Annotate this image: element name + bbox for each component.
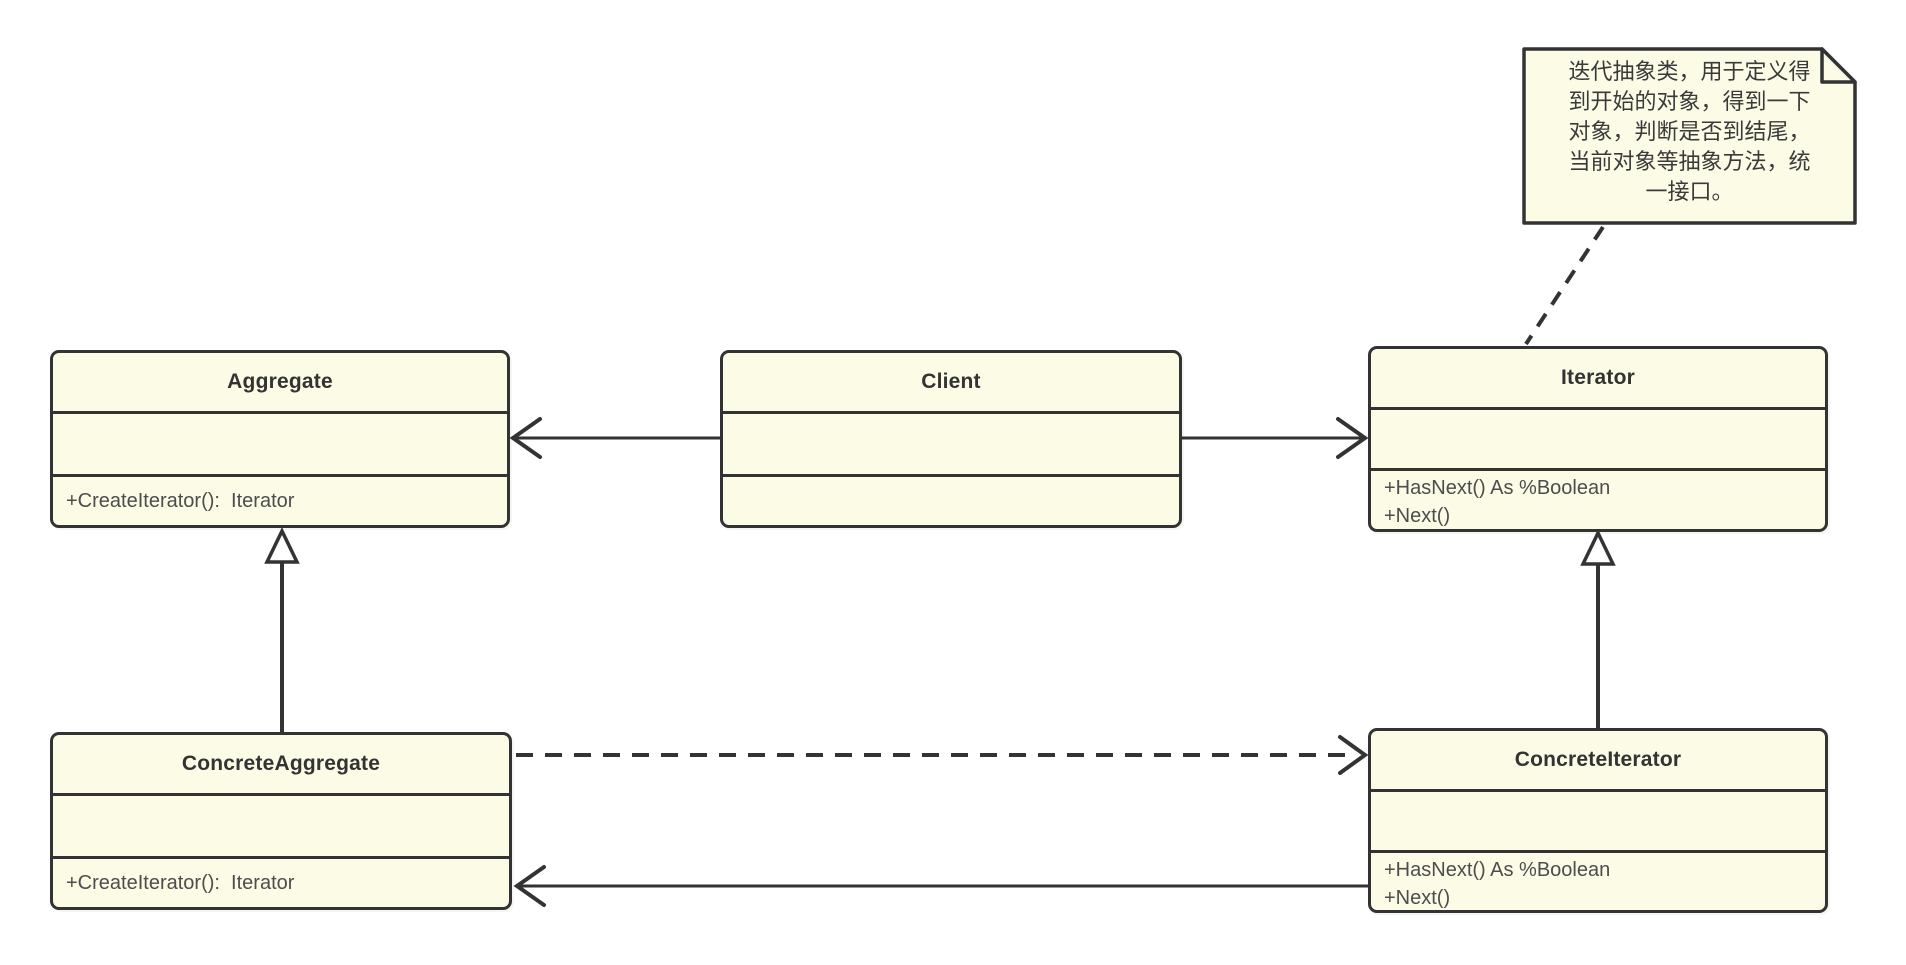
class-iterator-method-hasnext: +HasNext() As %Boolean	[1384, 477, 1611, 499]
class-concrete-iterator-methods: +HasNext() As %Boolean +Next()	[1371, 853, 1825, 912]
edge-concrete-aggregate-to-aggregate[interactable]	[264, 526, 300, 732]
edge-client-to-iterator[interactable]	[1180, 417, 1369, 459]
class-concrete-aggregate[interactable]: ConcreteAggregate +CreateIterator(): Ite…	[50, 732, 512, 910]
note-shape[interactable]: 迭代抽象类，用于定义得 到开始的对象，得到一下 对象，判断是否到结尾， 当前对象…	[1522, 47, 1857, 225]
class-concrete-aggregate-name: ConcreteAggregate	[53, 735, 509, 796]
class-iterator-attributes	[1371, 410, 1825, 471]
class-concrete-iterator-method-hasnext: +HasNext() As %Boolean	[1384, 859, 1611, 881]
note-line: 当前对象等抽象方法，统	[1568, 149, 1811, 174]
edge-concrete-iterator-to-concrete-aggregate[interactable]	[513, 865, 1370, 907]
class-aggregate-name: Aggregate	[53, 353, 507, 414]
class-client-name: Client	[723, 353, 1179, 414]
class-aggregate-method: +CreateIterator(): Iterator	[66, 490, 295, 512]
note-line: 到开始的对象，得到一下	[1568, 89, 1811, 114]
class-iterator-method-next: +Next()	[1384, 505, 1451, 527]
edge-client-to-aggregate[interactable]	[509, 417, 722, 459]
class-concrete-aggregate-attributes	[53, 796, 509, 859]
class-concrete-iterator-attributes	[1371, 792, 1825, 853]
note-line: 一接口。	[1645, 179, 1734, 204]
note-line: 迭代抽象类，用于定义得	[1568, 59, 1811, 84]
note-line: 对象，判断是否到结尾，	[1568, 119, 1811, 144]
class-concrete-iterator-method-next: +Next()	[1384, 887, 1451, 909]
class-iterator-name: Iterator	[1371, 349, 1825, 410]
class-iterator-methods: +HasNext() As %Boolean +Next()	[1371, 471, 1825, 530]
class-concrete-aggregate-method: +CreateIterator(): Iterator	[66, 872, 295, 894]
edge-concrete-iterator-to-iterator[interactable]	[1580, 528, 1616, 728]
class-aggregate[interactable]: Aggregate +CreateIterator(): Iterator	[50, 350, 510, 528]
class-client-methods	[723, 477, 1179, 525]
class-client[interactable]: Client	[720, 350, 1182, 528]
note-paper-icon	[1522, 47, 1857, 225]
class-concrete-iterator[interactable]: ConcreteIterator +HasNext() As %Boolean+…	[1368, 728, 1828, 913]
edge-concrete-aggregate-to-concrete-iterator[interactable]	[516, 735, 1369, 775]
class-concrete-iterator-name: ConcreteIterator	[1371, 731, 1825, 792]
edge-note-to-iterator[interactable]	[1524, 225, 1605, 346]
class-client-attributes	[723, 414, 1179, 477]
class-iterator[interactable]: Iterator +HasNext() As %Boolean +Next()	[1368, 346, 1828, 532]
class-aggregate-attributes	[53, 414, 507, 477]
note-text: 迭代抽象类，用于定义得 到开始的对象，得到一下 对象，判断是否到结尾， 当前对象…	[1522, 57, 1857, 207]
